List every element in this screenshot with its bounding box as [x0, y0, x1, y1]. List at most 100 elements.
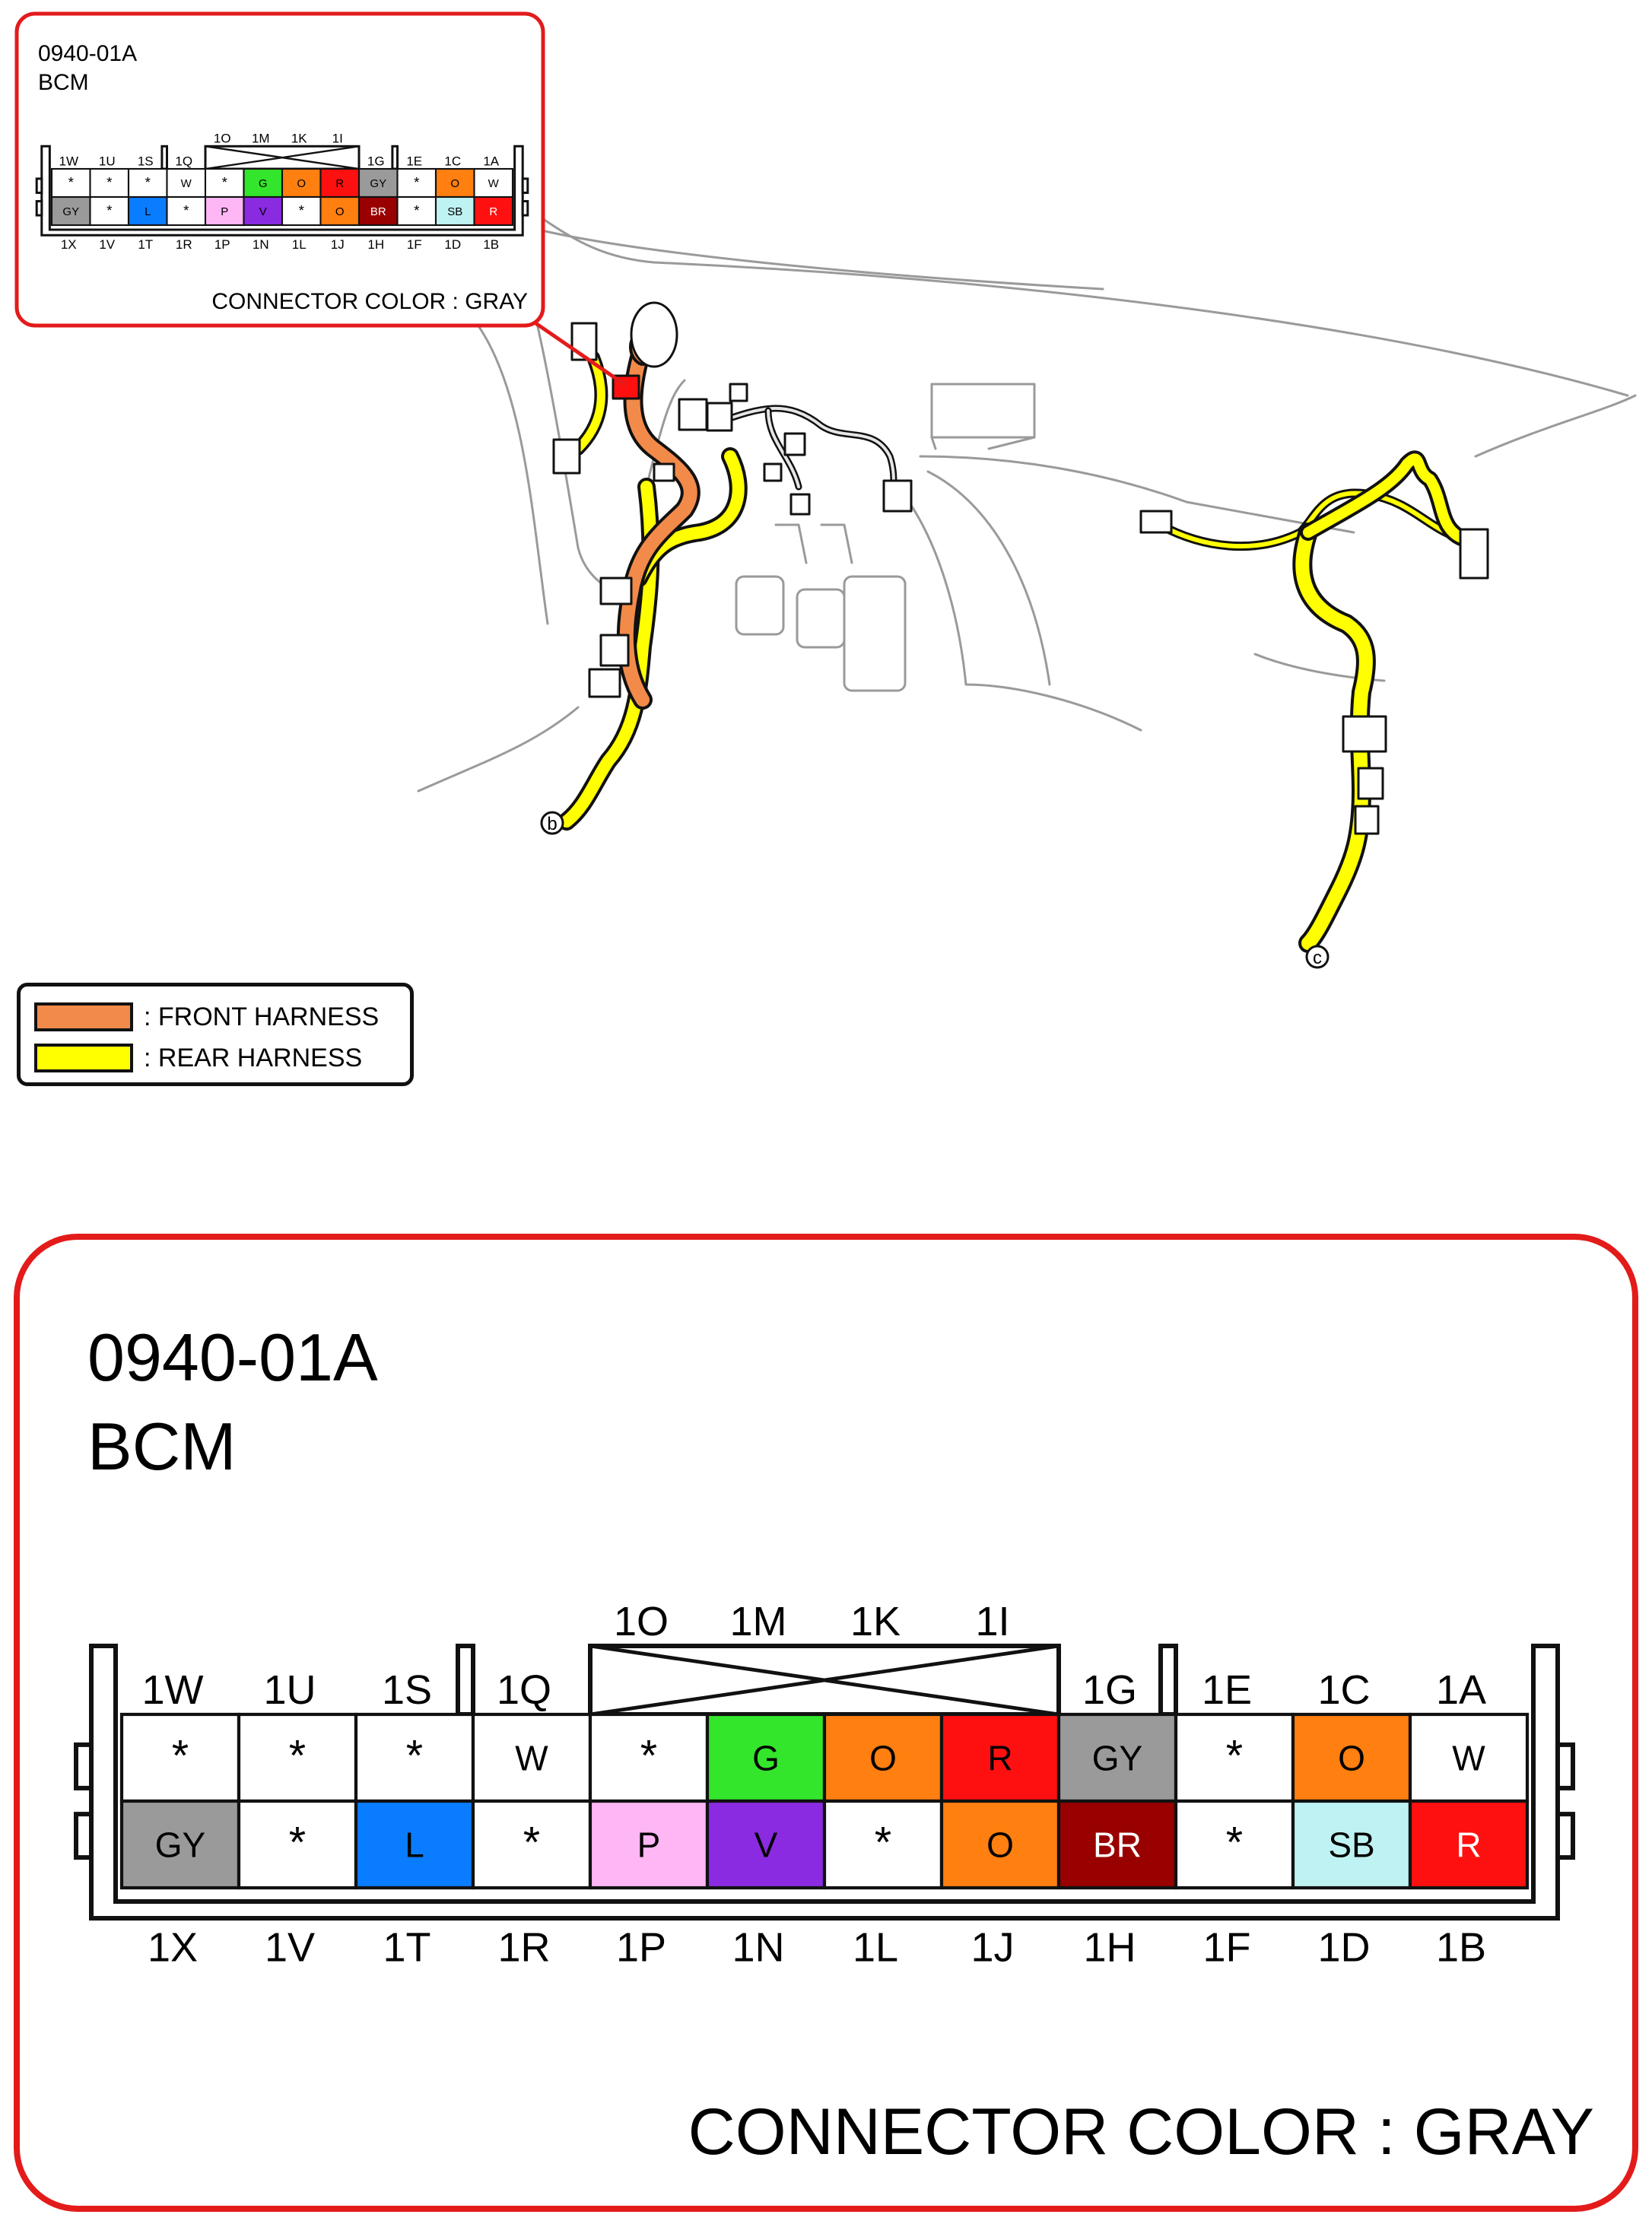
pin-wire-color: O [986, 1825, 1014, 1865]
pin-label-top: 1E [406, 154, 422, 168]
pin-label-top: 1S [382, 1667, 432, 1713]
pin-label-top: 1M [729, 1599, 786, 1644]
connector-notch [160, 145, 168, 170]
pin-label-bottom: 1T [383, 1925, 430, 1971]
pin-wire-color: SB [1328, 1825, 1374, 1865]
legend-item-front: : FRONT HARNESS [34, 1000, 379, 1034]
pin-wire-color: * [106, 202, 112, 218]
connector-side-tab [35, 200, 43, 217]
pin-cell [939, 1712, 1061, 1803]
connector-housing [40, 145, 524, 237]
pin-wire-color: BR [1093, 1825, 1142, 1865]
harness-legend: : FRONT HARNESS : REAR HARNESS [17, 983, 414, 1086]
pin-label-bottom: 1V [99, 237, 115, 252]
pin-label-top: 1W [59, 154, 79, 168]
pin-label-top: 1U [263, 1667, 316, 1713]
pin-label-bottom: 1L [292, 237, 307, 252]
legend-label-rear: : REAR HARNESS [144, 1043, 363, 1072]
pin-label-top: 1S [138, 154, 154, 168]
small-connector-color-note: CONNECTOR COLOR : GRAY [211, 289, 528, 314]
pin-wire-color: O [297, 177, 306, 190]
pin-label-bottom: 1T [138, 237, 153, 252]
connector-key-cross [205, 145, 360, 170]
pin-label-bottom: 1H [1083, 1925, 1136, 1971]
connector-side-tab [1555, 1742, 1575, 1790]
pin-label-bottom: 1L [853, 1925, 898, 1971]
pin-wire-color: W [181, 177, 192, 190]
pin-cell [127, 195, 168, 227]
pin-label-top: 1A [1436, 1667, 1486, 1713]
connector-side-tab [521, 177, 529, 194]
pin-wire-color: P [637, 1825, 661, 1865]
pin-wire-color: BR [370, 205, 386, 218]
pin-wire-color: O [869, 1739, 897, 1778]
pin-wire-color: GY [1092, 1739, 1142, 1778]
dashboard-line-art [417, 215, 1637, 793]
connector-side-tab [74, 1812, 94, 1860]
pin-cell [166, 195, 207, 227]
pin-label-bottom: 1F [1202, 1925, 1250, 1971]
pin-wire-color: * [299, 202, 304, 218]
pin-wire-color: G [752, 1739, 780, 1778]
pin-wire-color: * [406, 1732, 423, 1781]
pin-label-bottom: 1B [1436, 1925, 1486, 1971]
pin-label-bottom: 1J [971, 1925, 1014, 1971]
connector-notch [1158, 1644, 1178, 1717]
pin-wire-color: O [450, 177, 459, 190]
pin-label-top: 1G [1082, 1667, 1137, 1713]
legend-item-rear: : REAR HARNESS [34, 1041, 362, 1075]
pin-wire-color: * [414, 202, 419, 218]
pin-wire-color: * [414, 174, 419, 190]
connector-color-note: CONNECTOR COLOR : GRAY [688, 2095, 1594, 2168]
pin-wire-color: GY [370, 177, 386, 190]
pin-label-top: 1C [444, 154, 461, 168]
pin-wire-color: * [875, 1819, 891, 1867]
harness-right [1139, 450, 1489, 953]
pin-cell [1291, 1712, 1412, 1803]
pin-label-top: 1A [483, 154, 499, 168]
pin-cell [822, 1799, 944, 1890]
pin-cell [1408, 1712, 1530, 1803]
callout-c: c [1305, 945, 1330, 969]
pin-label-top: 1U [99, 154, 116, 168]
pin-wire-color: W [515, 1739, 548, 1778]
pin-wire-color: * [172, 1732, 189, 1781]
pin-wire-color: * [222, 174, 227, 190]
connector-side-tab [521, 200, 529, 217]
svg-text:b: b [547, 814, 557, 834]
pin-label-bottom: 1R [176, 237, 192, 252]
pin-wire-color: * [183, 202, 189, 218]
pin-label-top: 1O [614, 1599, 669, 1644]
pin-cell [50, 195, 91, 227]
pin-cell [473, 167, 514, 199]
pin-label-bottom: 1X [61, 237, 77, 252]
pin-label-bottom: 1N [253, 237, 269, 252]
pin-wire-color: G [259, 177, 268, 190]
pin-wire-color: R [987, 1739, 1012, 1778]
pin-cell [1056, 1799, 1178, 1890]
pin-cell [319, 195, 361, 227]
pin-wire-color: * [1226, 1819, 1243, 1867]
pin-cell [354, 1712, 475, 1803]
pin-label-top: 1M [252, 132, 270, 146]
pin-cell [1291, 1799, 1412, 1890]
pin-label-top: 1Q [175, 154, 192, 168]
pin-label-top: 1K [291, 132, 307, 146]
small-connector-code: 0940-01A [38, 41, 137, 66]
pin-wire-color: L [405, 1825, 424, 1865]
pin-label-top: 1W [142, 1667, 204, 1713]
pin-label-bottom: 1X [148, 1925, 198, 1971]
pin-wire-color: W [1452, 1739, 1485, 1778]
pin-wire-color: * [106, 174, 112, 190]
pin-label-bottom: 1V [265, 1925, 315, 1971]
pin-cell [357, 195, 399, 227]
pin-wire-color: O [335, 205, 345, 218]
pin-cell [396, 195, 437, 227]
pin-wire-color: P [221, 205, 228, 218]
pin-label-top: 1K [850, 1599, 901, 1644]
pin-label-bottom: 1D [444, 237, 461, 252]
pin-label-top: 1Q [497, 1667, 551, 1713]
connector-key-cross [589, 1644, 1060, 1717]
pin-wire-color: * [145, 174, 151, 190]
